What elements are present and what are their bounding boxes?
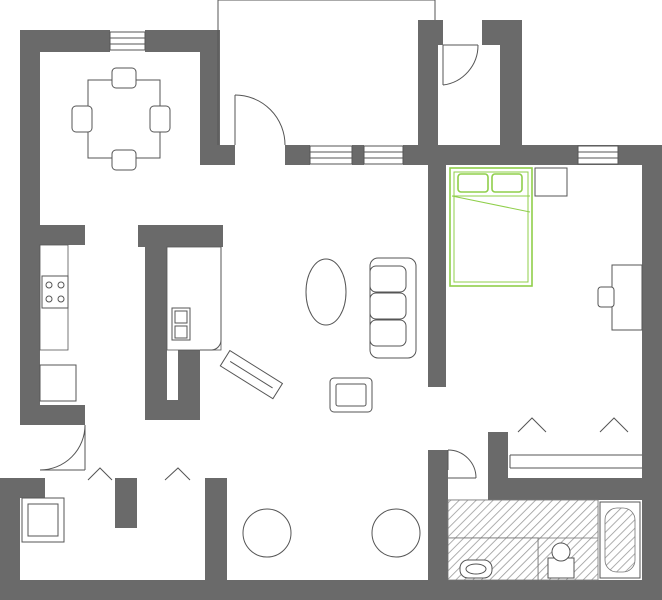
door bbox=[442, 44, 479, 86]
wall-segment bbox=[20, 405, 85, 425]
wall-segment bbox=[138, 225, 223, 247]
window bbox=[577, 145, 619, 165]
wall-segment bbox=[20, 30, 40, 425]
chair bbox=[597, 286, 615, 308]
hallway bbox=[21, 497, 421, 558]
round-table bbox=[371, 508, 421, 558]
balcony-outline bbox=[217, 0, 436, 145]
windows bbox=[109, 31, 619, 165]
door bbox=[39, 424, 86, 471]
bed bbox=[449, 167, 533, 287]
chair bbox=[71, 105, 93, 133]
kitchen bbox=[39, 244, 222, 402]
wall-segment bbox=[428, 165, 446, 387]
chair bbox=[149, 105, 171, 133]
fridge bbox=[39, 364, 77, 402]
dining-table bbox=[87, 79, 161, 159]
wall-segment bbox=[352, 145, 364, 165]
wall-segment bbox=[285, 145, 310, 165]
window bbox=[363, 145, 404, 165]
chair bbox=[111, 67, 137, 89]
wall-segment bbox=[0, 478, 20, 600]
door bbox=[447, 449, 477, 479]
tv-stand bbox=[219, 349, 284, 400]
living-room bbox=[219, 257, 417, 413]
armchair bbox=[329, 377, 373, 413]
wall-segment bbox=[488, 478, 642, 500]
round-table bbox=[242, 508, 292, 558]
window bbox=[309, 145, 353, 165]
window bbox=[109, 31, 146, 51]
wall-segment bbox=[418, 20, 438, 165]
wall-segment bbox=[205, 478, 227, 580]
wall-segment bbox=[403, 145, 662, 165]
washer bbox=[21, 497, 65, 543]
pillow bbox=[491, 173, 523, 193]
closet-door bbox=[87, 467, 191, 481]
nightstand bbox=[534, 167, 568, 197]
door bbox=[234, 94, 286, 146]
wall-segment bbox=[428, 450, 448, 580]
wall-segment bbox=[20, 580, 642, 600]
chair bbox=[111, 149, 137, 171]
doors bbox=[39, 44, 629, 481]
sofa bbox=[369, 257, 417, 359]
wall-segment bbox=[20, 30, 110, 52]
coffee-table bbox=[305, 258, 347, 326]
wall-segment bbox=[40, 225, 85, 245]
desk bbox=[597, 264, 643, 331]
wall-segment bbox=[642, 145, 662, 600]
pillow bbox=[457, 173, 489, 193]
bathroom bbox=[447, 499, 641, 581]
sink bbox=[171, 307, 191, 341]
wall-segment bbox=[145, 245, 167, 420]
bathtub bbox=[599, 501, 641, 579]
wall-segment bbox=[482, 20, 522, 45]
wall-segment bbox=[500, 20, 522, 165]
wall-segment bbox=[178, 350, 200, 420]
wall-segment bbox=[418, 20, 443, 45]
toilet bbox=[547, 542, 575, 579]
stove bbox=[41, 275, 69, 309]
wall-segment bbox=[200, 30, 220, 165]
wall-segment bbox=[200, 145, 235, 165]
dining-set bbox=[71, 67, 171, 171]
sink bbox=[459, 559, 493, 579]
bedroom bbox=[449, 167, 643, 469]
wall-segment bbox=[115, 478, 137, 528]
closet-door bbox=[517, 417, 629, 433]
